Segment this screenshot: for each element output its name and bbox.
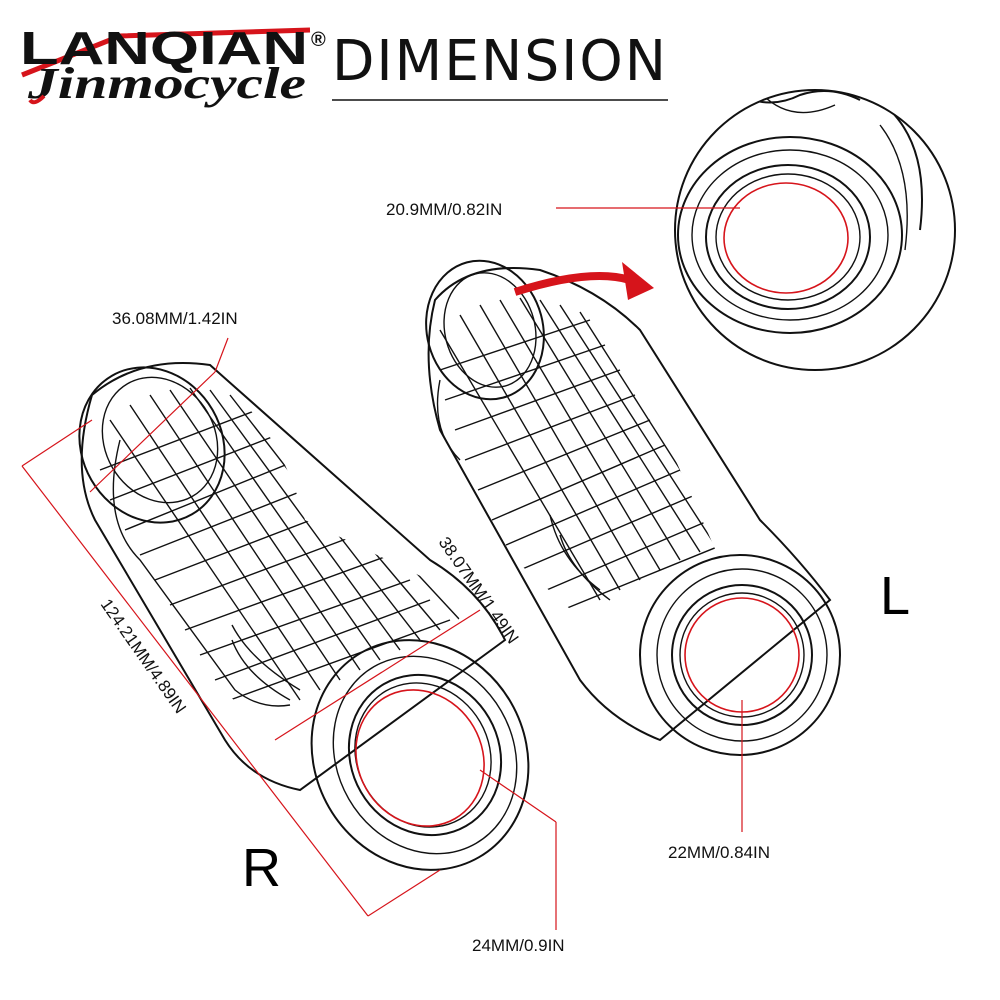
grip-left-tread xyxy=(439,297,720,616)
side-label-left: L xyxy=(880,566,910,626)
page-title: DIMENSION xyxy=(332,29,668,94)
grip-left xyxy=(425,259,841,756)
zoom-arrowhead xyxy=(622,262,654,300)
grip-left-body xyxy=(427,267,832,742)
grip-left-front-cap xyxy=(639,554,841,756)
grip-right-tread xyxy=(99,387,461,701)
dim-label-inner-right: 24MM/0.9IN xyxy=(472,936,565,955)
grip-right-body xyxy=(80,362,507,792)
grip-right-front-cap xyxy=(310,639,530,871)
dim-label-inner-left: 22MM/0.84IN xyxy=(668,843,770,862)
grip-left-inner-ring xyxy=(684,597,800,713)
logo-registered-mark: ® xyxy=(311,29,326,51)
logo-swoosh xyxy=(21,27,311,78)
brand-logo: LANQIAN ® Jinmocycle xyxy=(20,22,326,108)
logo-script-text: Jinmocycle xyxy=(27,59,306,108)
logo-main-text: LANQIAN xyxy=(20,22,308,74)
dim-label-end-diameter: 36.08MM/1.42IN xyxy=(112,309,238,328)
grip-right-inner-ring xyxy=(355,689,485,827)
detail-inner-ring xyxy=(723,182,849,294)
detail-view xyxy=(674,89,956,371)
dim-label-inner-top: 20.9MM/0.82IN xyxy=(386,200,502,219)
grip-right-back-cap xyxy=(78,366,226,524)
grip-right xyxy=(78,362,530,871)
zoom-arrow xyxy=(513,272,632,296)
dimension-lines xyxy=(21,207,743,930)
side-label-right: R xyxy=(242,838,281,898)
logo-script-tail xyxy=(28,94,46,105)
